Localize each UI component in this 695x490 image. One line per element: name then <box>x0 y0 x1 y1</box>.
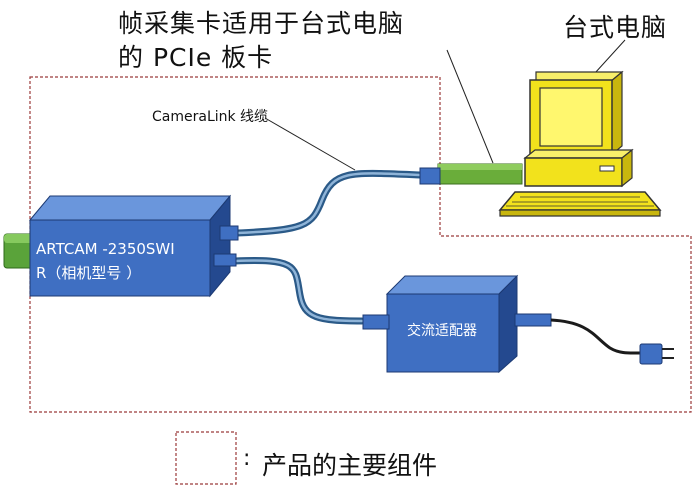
pcie-card-title-line2: 的 PCIe 板卡 <box>118 43 274 72</box>
cable-leader-line <box>264 117 356 171</box>
camera-box <box>3 194 239 298</box>
legend-label: 产品的主要组件 <box>262 451 438 480</box>
legend-colon: : <box>243 446 251 471</box>
desktop-pc <box>498 70 662 217</box>
cable-label: CameraLink 线缆 <box>152 109 269 125</box>
pcie-leader-line <box>446 49 494 164</box>
power-cord <box>550 318 641 355</box>
pcie-card-title-line1: 帧采集卡适用于台式电脑 <box>118 9 405 38</box>
cameralink-cable <box>233 169 424 237</box>
product-boundary <box>29 76 692 413</box>
camera-model-line1: ARTCAM -2350SWI <box>36 240 175 258</box>
camera-model-line2: R（相机型号 ） <box>36 264 142 282</box>
ac-adapter-box <box>362 274 552 374</box>
pc-leader-line <box>594 39 626 74</box>
ac-adapter-label: 交流适配器 <box>407 323 477 339</box>
legend-swatch <box>175 431 237 485</box>
keyboard-icon <box>498 191 662 211</box>
pcie-connector <box>419 167 441 185</box>
desktop-pc-title: 台式电脑 <box>563 13 668 42</box>
pcie-card <box>419 163 523 185</box>
power-plug <box>639 343 674 365</box>
